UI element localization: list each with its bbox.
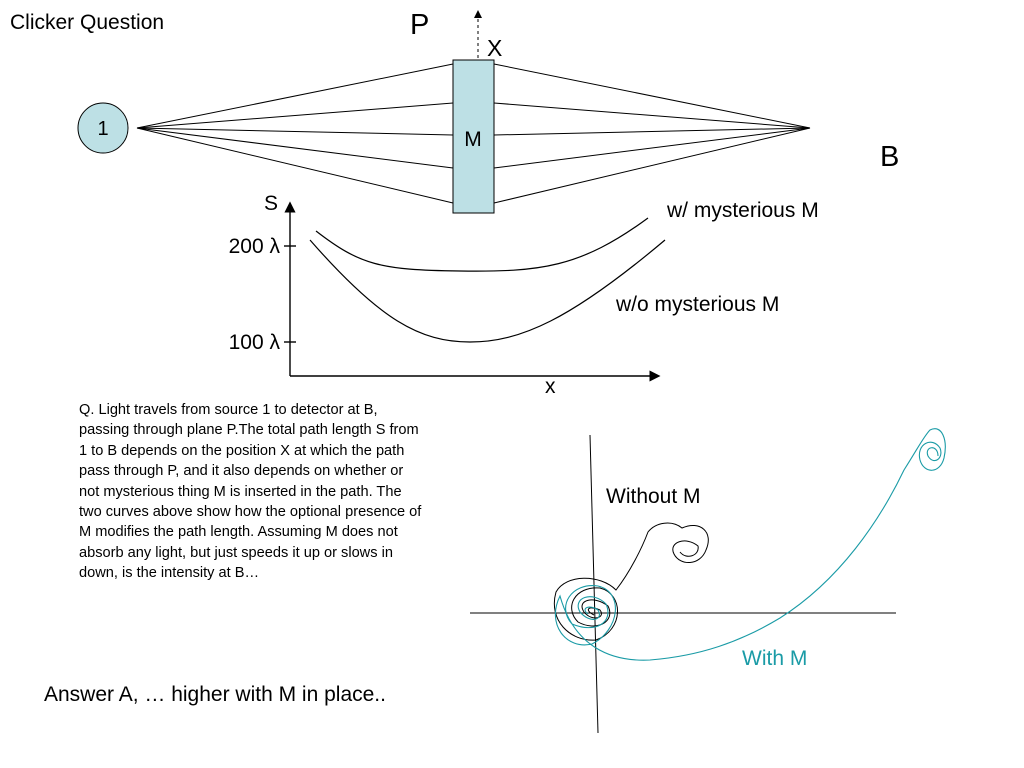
ray-line xyxy=(136,127,454,169)
tick-label-100: 100 λ xyxy=(229,331,281,354)
ray-line xyxy=(493,127,811,204)
ray-line xyxy=(136,127,454,136)
y-axis-label: S xyxy=(264,192,278,215)
label-with-m: With M xyxy=(742,647,807,670)
ray-line xyxy=(136,127,454,204)
ray-diagram: 1 M P X B xyxy=(77,9,899,214)
ray-line xyxy=(136,102,454,129)
tick-label-200: 200 λ xyxy=(229,235,281,258)
phasor-sketch: Without M With M xyxy=(470,428,946,734)
curve-label-with-m: w/ mysterious M xyxy=(666,199,819,222)
plane-label: P xyxy=(410,9,429,41)
ray-line xyxy=(493,102,811,129)
x-axis-label: x xyxy=(545,375,556,398)
position-label: X xyxy=(487,35,502,61)
question-text: Q. Light travels from source 1 to detect… xyxy=(79,402,422,582)
ray-line xyxy=(493,63,811,129)
element-m-label: M xyxy=(464,128,482,151)
spiral-without-m xyxy=(553,522,709,641)
answer-text: Answer A, … higher with M in place.. xyxy=(44,683,386,706)
path-length-graph: S x 200 λ 100 λ w/ mysterious M w/o myst… xyxy=(229,192,819,398)
detector-label: B xyxy=(880,141,899,173)
label-without-m: Without M xyxy=(606,485,701,508)
phasor-vertical-axis xyxy=(589,434,599,734)
source-circle xyxy=(77,102,129,154)
curve-with-m xyxy=(315,217,649,272)
curve-label-without-m: w/o mysterious M xyxy=(615,293,779,316)
slide-title: Clicker Question xyxy=(10,11,164,34)
ray-line xyxy=(493,127,811,169)
ray-line xyxy=(493,127,811,136)
spiral-with-m xyxy=(554,428,946,661)
element-m-box xyxy=(452,59,495,214)
curve-without-m xyxy=(309,239,666,343)
source-label: 1 xyxy=(97,118,108,140)
ray-line xyxy=(136,63,454,129)
